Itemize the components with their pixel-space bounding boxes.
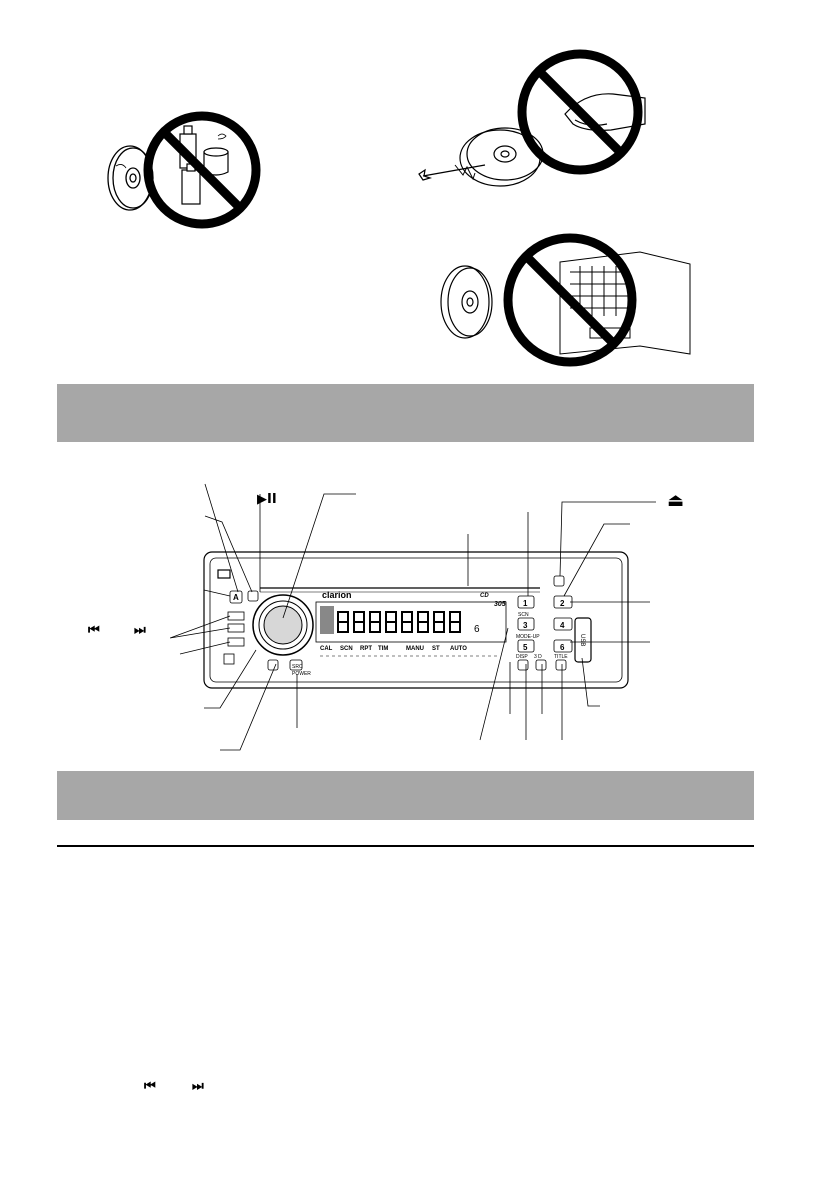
prohibition-sign-icon [143, 111, 261, 229]
car-stereo-slot-icon [559, 251, 691, 355]
preset-button-6[interactable] [553, 639, 573, 653]
panel-outline [203, 551, 629, 689]
a-button[interactable] [229, 590, 243, 604]
horizontal-rule [57, 845, 754, 847]
disp-button[interactable] [517, 659, 529, 671]
section-heading-bar [57, 384, 754, 442]
band-button[interactable] [227, 637, 245, 647]
next-track-button[interactable] [227, 611, 245, 621]
rotary-volume-knob[interactable] [252, 594, 314, 656]
scn-label: SCN [518, 612, 529, 618]
display-token: AUTO [450, 646, 467, 652]
disp-label: DISP [516, 654, 528, 660]
preset-button-4[interactable] [553, 617, 573, 631]
preset-label: 3 [523, 621, 528, 630]
cd-disc-icon [440, 265, 493, 339]
preset-label: 5 [523, 643, 528, 652]
skip-forward-icon: ⏭ [134, 623, 146, 638]
illustration-insertion [440, 233, 691, 367]
illustration-solvents [107, 111, 261, 229]
illustration-wiping [418, 49, 646, 187]
rds-button[interactable] [267, 659, 279, 671]
play-pause-button[interactable] [247, 590, 259, 602]
solvent-bottles-icon [179, 125, 229, 205]
power-label: POWER [292, 671, 311, 677]
lcd-display: 6 [315, 601, 507, 643]
model-number: 305 [494, 601, 506, 608]
preset-label: 2 [560, 599, 565, 608]
model-badge: CD [480, 593, 489, 599]
display-token: SCN [340, 646, 353, 652]
skip-back-icon: ⏮ [88, 623, 100, 638]
play-pause-icon: ▶II [257, 492, 277, 507]
display-token: ST [432, 646, 440, 652]
a-button-label: A [233, 593, 239, 602]
section-heading-bar [57, 771, 754, 820]
eject-button[interactable] [553, 575, 565, 587]
preset-button-3[interactable] [517, 617, 535, 631]
callout-lines [170, 483, 656, 751]
mode-up-label: MODE-UP [516, 634, 540, 640]
skip-forward-icon: ⏭ [192, 1079, 204, 1094]
front-panel-diagram: 6 CAL SCN RPT TIM MANU ST AUTO clarion C… [170, 483, 656, 751]
title-button[interactable] [555, 659, 567, 671]
usb-cover [574, 617, 592, 663]
preset-label: 4 [560, 621, 565, 630]
preset-button-1[interactable] [517, 595, 535, 609]
small-button[interactable] [223, 653, 235, 665]
eject-icon: ⏏ [667, 490, 685, 511]
display-token: TIM [378, 646, 388, 652]
preset-label: 1 [523, 599, 528, 608]
preset-label: 6 [560, 643, 565, 652]
title-label: TITLE [554, 654, 568, 660]
prohibition-sign-icon [503, 233, 637, 367]
display-token: CAL [320, 646, 333, 652]
three-d-label: 3 D [534, 654, 542, 660]
preset-button-5[interactable] [517, 639, 535, 653]
display-token: MANU [406, 646, 424, 652]
prohibition-sign-icon [517, 49, 643, 175]
skip-back-icon: ⏮ [144, 1079, 156, 1094]
prev-track-button[interactable] [227, 623, 245, 633]
usb-label: USB [579, 634, 585, 646]
three-d-button[interactable] [535, 659, 547, 671]
display-preset-indicator: 6 [474, 624, 480, 635]
src-button[interactable] [289, 659, 303, 671]
brand-logo: clarion [322, 590, 352, 600]
src-label: SRC [292, 664, 303, 670]
display-token: RPT [360, 646, 372, 652]
